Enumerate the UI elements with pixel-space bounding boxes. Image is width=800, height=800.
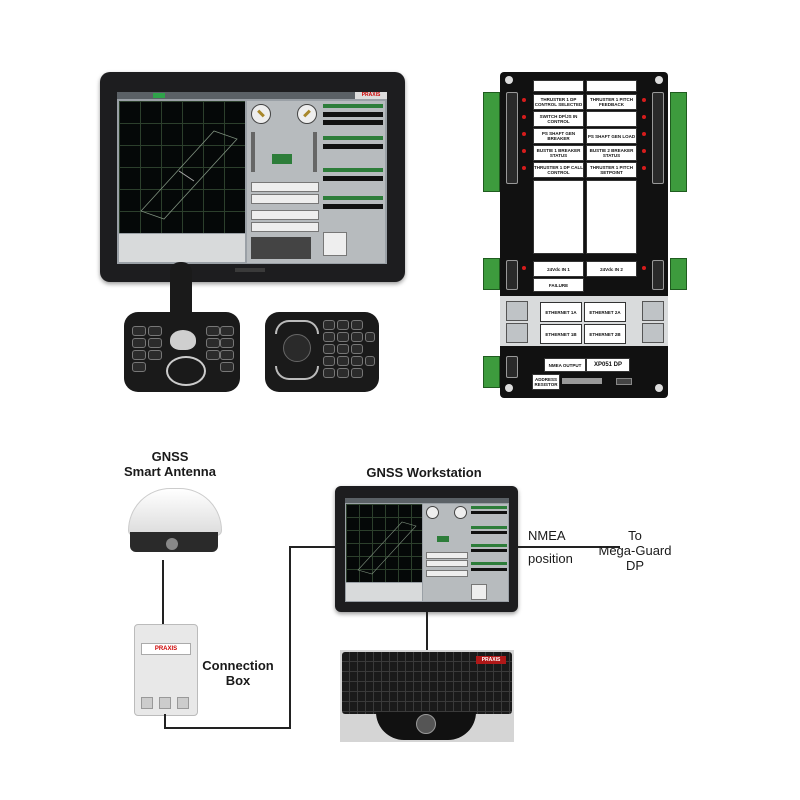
- joystick-control-panel: [124, 312, 240, 392]
- connection-box-label: Connection Box: [202, 658, 274, 688]
- radar-view: [119, 101, 245, 233]
- connection-box-brand: PRAXIS: [141, 643, 191, 655]
- antenna-cable: [162, 560, 164, 626]
- board-card: PS SHAFT GEN BREAKER: [533, 128, 584, 144]
- joystick-arm: [170, 262, 192, 322]
- box-to-workstation-cable: [289, 546, 335, 548]
- status-led-icon: [522, 115, 526, 119]
- terminal-block: [483, 92, 500, 192]
- terminal-block: [670, 92, 687, 192]
- gnss-antenna-icon: [126, 488, 222, 560]
- board-card: [533, 80, 584, 92]
- board-card: PS SHAFT GEN LOAD: [586, 128, 637, 144]
- terminal-block: [483, 258, 500, 290]
- connection-box: PRAXIS: [134, 624, 198, 716]
- terminal-block: [670, 258, 687, 290]
- board-card: SWITCH DP/JS IN CONTROL: [533, 111, 584, 127]
- joystick-pad-icon: [323, 232, 347, 256]
- status-led-icon: [522, 266, 526, 270]
- blank-card: [586, 180, 637, 254]
- status-led-icon: [642, 149, 646, 153]
- board-card: THRUSTER 1 DP CALL CONTROL: [533, 162, 584, 178]
- nmea-position-label: NMEA: [528, 528, 566, 543]
- status-led-icon: [642, 266, 646, 270]
- ethernet-card: ETHERNET 1B: [540, 324, 582, 344]
- ethernet-port-icon: [642, 301, 664, 321]
- ethernet-port-icon: [506, 323, 528, 343]
- board-card: BUSTIE 2 BREAKER STATUS: [586, 145, 637, 161]
- ethernet-port-icon: [642, 323, 664, 343]
- board-card: THRUSTER 1 PITCH FEEDBACK: [586, 94, 637, 110]
- nmea-output-line: [518, 546, 620, 548]
- failure-card: FAILURE: [533, 278, 584, 292]
- status-led-icon: [522, 98, 526, 102]
- ethernet-card: ETHERNET 2B: [584, 324, 626, 344]
- brand-badge: PRAXIS: [355, 92, 387, 99]
- gnss-workstation-monitor: [335, 486, 518, 612]
- target-dp-label: To Mega-Guard DP: [598, 528, 672, 573]
- keyboard-brand-badge: PRAXIS: [476, 656, 506, 664]
- ethernet-card: ETHERNET 2A: [584, 302, 626, 322]
- board-card: THRUSTER 1 PITCH SETPOINT: [586, 162, 637, 178]
- thruster-gauge-icon: [454, 506, 467, 519]
- workstation-label: GNSS Workstation: [366, 465, 482, 480]
- monitor-screen: PRAXIS: [117, 92, 387, 264]
- box-to-workstation-cable: [164, 727, 290, 729]
- status-led-icon: [642, 166, 646, 170]
- status-led-icon: [522, 132, 526, 136]
- status-led-icon: [522, 149, 526, 153]
- status-led-icon: [642, 115, 646, 119]
- model-card: XP051 DP: [586, 358, 630, 372]
- trackball-icon: [416, 714, 436, 734]
- board-card: [586, 111, 637, 127]
- dp-console-monitor: PRAXIS: [100, 72, 405, 282]
- terminal-block: [483, 356, 500, 388]
- board-card: THRUSTER 1 DP CONTROL SELECTED: [533, 94, 584, 110]
- ethernet-port-icon: [506, 301, 528, 321]
- trackball-icon: [283, 334, 311, 362]
- box-to-workstation-cable: [164, 714, 166, 728]
- keyboard-with-trackball: PRAXIS: [340, 650, 514, 742]
- blank-card: [533, 180, 584, 254]
- status-led-icon: [642, 132, 646, 136]
- thruster-gauge-icon: [426, 506, 439, 519]
- antenna-label: GNSS Smart Antenna: [124, 449, 216, 479]
- board-card: BUSTIE 1 BREAKER STATUS: [533, 145, 584, 161]
- box-to-workstation-cable: [289, 546, 291, 729]
- joystick-knob-icon: [170, 330, 196, 350]
- nmea-position-label-line2: position: [528, 551, 573, 566]
- nmea-output-card: NMEA OUTPUT: [544, 358, 586, 372]
- power-card: 24Vdc IN 1: [533, 261, 584, 277]
- keypad-control-panel: [265, 312, 379, 392]
- ethernet-card: ETHERNET 1A: [540, 302, 582, 322]
- workstation-screen: [345, 498, 509, 602]
- status-led-icon: [642, 98, 646, 102]
- joystick-pad-icon: [471, 584, 487, 600]
- address-resistor-label: ADDRESS RESISTOR: [532, 374, 560, 390]
- status-led-icon: [522, 166, 526, 170]
- workstation-radar-view: [346, 504, 422, 582]
- direction-ring-icon: [166, 356, 206, 386]
- power-card: 24Vdc IN 2: [586, 261, 637, 277]
- board-card: [586, 80, 637, 92]
- io-module-board: THRUSTER 1 DP CONTROL SELECTED THRUSTER …: [500, 72, 668, 398]
- monitor-to-keyboard-cable: [426, 612, 428, 652]
